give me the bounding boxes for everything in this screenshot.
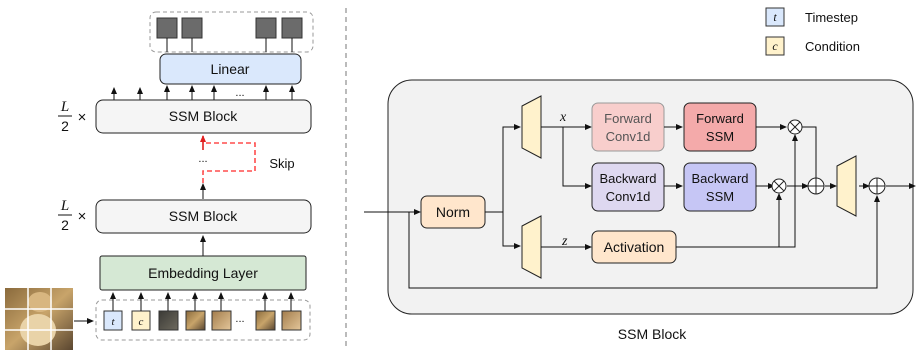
norm-label: Norm bbox=[436, 204, 470, 220]
linear-layer bbox=[159, 53, 302, 85]
svg-text:Forward: Forward bbox=[696, 111, 744, 126]
multiply-backward bbox=[771, 178, 787, 194]
svg-text:c: c bbox=[772, 39, 778, 53]
svg-text:c: c bbox=[139, 316, 144, 328]
skip-label: Skip bbox=[269, 156, 294, 171]
output-ellipsis: ... bbox=[235, 87, 244, 99]
svg-text:SSM: SSM bbox=[706, 189, 734, 204]
ssm-block-top-label: SSM Block bbox=[169, 108, 238, 124]
output-patch bbox=[281, 17, 303, 39]
svg-text:Conv1d: Conv1d bbox=[606, 189, 651, 204]
embedding-label: Embedding Layer bbox=[148, 265, 258, 281]
svg-text:2: 2 bbox=[61, 118, 69, 134]
skip-connection bbox=[200, 135, 256, 183]
svg-text:SSM: SSM bbox=[706, 129, 734, 144]
x-label: x bbox=[559, 110, 567, 125]
patch-token bbox=[185, 310, 206, 331]
svg-text:L: L bbox=[60, 99, 69, 115]
x-branch-arrows bbox=[541, 124, 592, 250]
ssm-block-bottom-label: SSM Block bbox=[169, 208, 238, 224]
linear-label: Linear bbox=[211, 61, 250, 77]
svg-text:t: t bbox=[111, 316, 115, 328]
norm-split bbox=[485, 124, 521, 249]
svg-text:t: t bbox=[773, 10, 777, 24]
legend-timestep-label: Timestep bbox=[805, 10, 858, 25]
svg-text:2: 2 bbox=[61, 217, 69, 233]
output-patch bbox=[156, 17, 178, 39]
z-label: z bbox=[561, 234, 568, 249]
patch-token bbox=[255, 310, 276, 331]
svg-text:×: × bbox=[78, 109, 87, 126]
output-projection bbox=[836, 155, 857, 217]
vertical-ellipsis: ... bbox=[198, 153, 207, 165]
legend: t Timestep c Condition bbox=[765, 7, 860, 56]
backward-conv1d bbox=[591, 162, 665, 212]
multiplier-bottom: L 2 × bbox=[58, 198, 86, 233]
legend-condition-label: Condition bbox=[805, 39, 860, 54]
token-ellipsis: ... bbox=[235, 313, 244, 325]
svg-text:Backward: Backward bbox=[691, 171, 748, 186]
legend-timestep-swatch bbox=[765, 7, 785, 27]
svg-text:L: L bbox=[60, 198, 69, 214]
x-projection bbox=[521, 95, 542, 159]
svg-text:×: × bbox=[78, 208, 87, 225]
backward-ssm bbox=[683, 162, 757, 212]
ssm-block-bottom bbox=[95, 199, 312, 234]
ssm-to-linear-arrows bbox=[111, 85, 295, 100]
activation-label: Activation bbox=[604, 239, 665, 255]
ssm-block-top bbox=[95, 99, 312, 134]
output-patch bbox=[181, 17, 203, 39]
svg-text:Conv1d: Conv1d bbox=[606, 129, 651, 144]
output-patch bbox=[255, 17, 277, 39]
multiplier-top: L 2 × bbox=[58, 99, 86, 134]
svg-text:Forward: Forward bbox=[604, 111, 652, 126]
patch-token bbox=[211, 310, 232, 331]
multiply-forward bbox=[787, 119, 803, 135]
patch-token bbox=[281, 310, 302, 331]
add-directions bbox=[807, 177, 825, 195]
detail-input-connections bbox=[364, 195, 880, 289]
add-residual bbox=[868, 177, 886, 195]
z-projection bbox=[521, 215, 542, 279]
input-image bbox=[5, 288, 73, 350]
ssm-detail-title: SSM Block bbox=[618, 326, 687, 342]
embedding-layer bbox=[99, 255, 307, 291]
legend-condition-swatch bbox=[765, 36, 785, 56]
output-patches-group bbox=[149, 11, 314, 53]
svg-text:Backward: Backward bbox=[599, 171, 656, 186]
patch-token bbox=[158, 310, 179, 331]
token-sequence: t c ... bbox=[95, 292, 311, 341]
